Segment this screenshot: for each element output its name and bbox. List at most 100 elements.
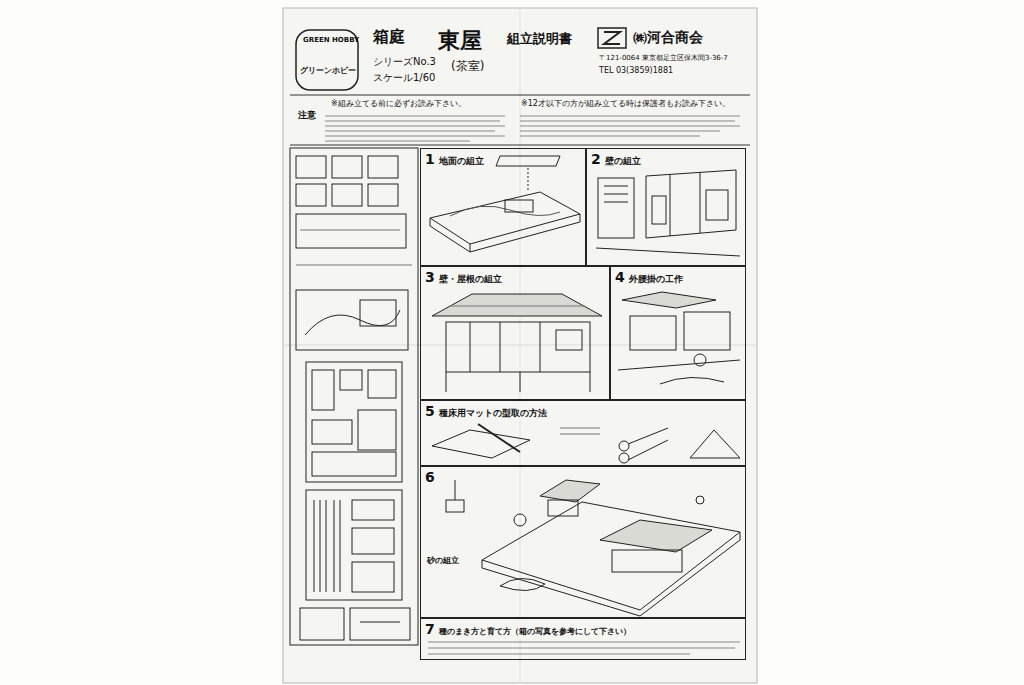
notes-text-lines	[325, 140, 470, 141]
step-heading: 2壁の組立	[587, 150, 645, 169]
parts-column	[360, 622, 400, 623]
parts-column	[340, 370, 362, 390]
step-number: 5	[425, 404, 435, 419]
header-text: グリーンホビー	[299, 66, 357, 75]
notes-text-lines	[520, 130, 720, 131]
step3-roof-drawing	[470, 322, 471, 372]
notes-text-lines	[325, 120, 500, 121]
step5-mat-drawing	[619, 453, 629, 463]
step4-bench-drawing	[618, 292, 740, 384]
step1-ground-drawing	[505, 200, 533, 212]
step3-roof-drawing	[500, 322, 501, 372]
parts-column	[334, 500, 335, 592]
step7-text-lines	[428, 647, 735, 648]
parts-column	[352, 562, 394, 592]
notes-text-lines	[520, 135, 700, 136]
step4-bench-drawing	[684, 312, 730, 350]
step-panel: 1地面の組立	[420, 148, 586, 266]
step-panel: 2壁の組立	[586, 148, 746, 266]
parts-column	[296, 290, 408, 350]
paper-sheet	[520, 8, 521, 683]
step2-walls-drawing	[598, 178, 634, 238]
step-title: 壁・屋根の組立	[439, 274, 502, 285]
header-text: 箱庭	[372, 28, 406, 46]
parts-column	[360, 300, 396, 326]
step-heading: 1地面の組立	[421, 150, 488, 169]
header-rules	[290, 95, 750, 145]
parts-column	[290, 148, 418, 645]
step2-walls-drawing	[604, 194, 628, 195]
step-panel: 3 壁・屋根の組立	[420, 266, 610, 400]
step-heading: 7種のまき方と育て方（箱の写真を参考にして下さい）	[421, 620, 635, 639]
step-title: 種床用マットの型取の方法	[439, 408, 547, 419]
step6-garden-drawing	[612, 550, 682, 572]
step5-mat-drawing	[560, 428, 600, 429]
parts-column	[312, 370, 334, 410]
step4-bench-drawing	[694, 354, 706, 366]
parts-column	[300, 608, 344, 640]
section-label: 注意	[297, 110, 317, 120]
step1-ground-drawing	[430, 214, 580, 252]
parts-column	[352, 500, 394, 520]
step3-roof-drawing	[432, 294, 602, 316]
parts-column	[306, 490, 402, 600]
step-panel: 5 種床用マットの型取の方法	[420, 400, 746, 466]
step-title: 壁の組立	[605, 156, 641, 167]
header-text: ㈱河合商会	[632, 29, 704, 45]
step-panel: 4 外腰掛の工作	[610, 266, 746, 400]
step4-bench-drawing	[618, 360, 740, 370]
notes-text-lines	[325, 130, 495, 131]
step6-garden-drawing	[482, 502, 740, 610]
parts-column	[358, 410, 396, 450]
step3-roof-drawing	[590, 372, 591, 392]
notes-text-lines	[325, 135, 505, 136]
step2-walls-drawing	[604, 202, 628, 203]
step-title: 外腰掛の工作	[629, 274, 683, 285]
maker-logo	[604, 32, 620, 44]
step7-text-lines	[428, 641, 740, 642]
step2-walls-drawing	[596, 248, 740, 256]
step4-bench-drawing	[660, 377, 724, 384]
step5-mat-drawing	[690, 430, 740, 458]
step1-ground-drawing	[430, 192, 580, 244]
step6-garden-drawing	[548, 500, 578, 516]
notes-text-lines	[325, 115, 505, 116]
header-text: シリーズNo.3	[372, 56, 437, 68]
parts-column	[296, 265, 412, 266]
parts-column	[306, 362, 402, 482]
step-title: 地面の組立	[439, 156, 484, 167]
step-number: 4	[615, 270, 625, 285]
step6-garden-drawing	[514, 514, 526, 526]
step3-roof-drawing	[540, 322, 541, 372]
parts-column	[296, 156, 326, 178]
step5-mat-drawing	[619, 441, 629, 451]
step7-text-lines	[428, 653, 690, 654]
parts-column	[326, 500, 327, 592]
step6-garden-drawing	[455, 480, 456, 500]
step6-garden-drawing	[500, 578, 545, 590]
step5-mat-drawing	[560, 434, 600, 435]
step-heading: 4 外腰掛の工作	[611, 268, 687, 287]
step4-bench-drawing	[622, 292, 716, 308]
step-title: 種のまき方と育て方（箱の写真を参考にして下さい）	[439, 627, 631, 637]
header-text: (茶室)	[450, 60, 485, 74]
parts-column	[300, 230, 400, 231]
notes-text-lines	[325, 116, 740, 141]
step-number: 3	[425, 270, 435, 285]
step3-roof-drawing	[450, 306, 585, 307]
step6-garden-drawing	[446, 500, 464, 512]
step7-text-lines	[428, 642, 740, 654]
step5-mat-drawing	[628, 440, 668, 460]
step6-garden-drawing	[482, 532, 740, 616]
step1-ground-drawing	[528, 168, 529, 190]
parts-column	[290, 148, 418, 645]
header-text: TEL 03(3859)1881	[598, 66, 674, 75]
paper-sheet	[283, 8, 757, 683]
header-text: スケール1/60	[372, 72, 436, 84]
header-text: 〒121-0064 東京都足立区保木間3-36-7	[598, 54, 729, 62]
parts-column	[332, 156, 362, 178]
step5-mat-drawing	[628, 428, 668, 444]
step6-garden-drawing	[600, 520, 712, 552]
step1-ground-drawing	[496, 156, 560, 166]
step3-roof-drawing	[556, 330, 582, 350]
